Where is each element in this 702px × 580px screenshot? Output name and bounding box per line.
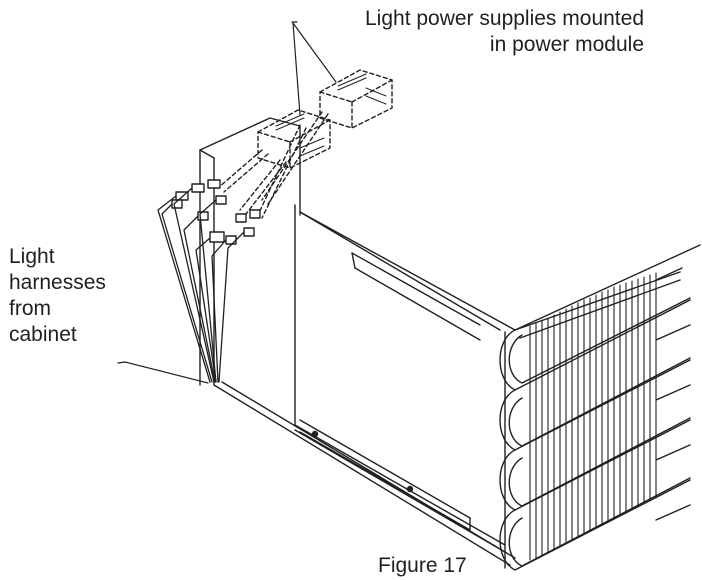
harness-callout-line-2: harnesses — [9, 271, 106, 294]
power-supply-callout: Light power supplies mounted in power mo… — [294, 6, 644, 58]
power-supply-modules — [217, 69, 393, 219]
harness-callout-line-1: Light — [9, 245, 55, 268]
power-supply-callout-line-2: in power module — [489, 33, 644, 56]
harness-wires — [157, 187, 245, 383]
harness-callout: Light harnesses from cabinet — [9, 244, 106, 348]
power-supply-callout-line-1: Light power supplies mounted — [364, 7, 644, 30]
harness-callout-line-3: from — [9, 297, 51, 320]
module-terminals — [275, 73, 387, 157]
leader-lines — [117, 21, 337, 384]
condenser-coil — [499, 267, 691, 571]
harness-connectors — [171, 179, 261, 245]
cabinet-body — [213, 204, 701, 569]
figure-caption: Figure 17 — [378, 554, 467, 577]
harness-callout-line-4: cabinet — [9, 323, 77, 346]
